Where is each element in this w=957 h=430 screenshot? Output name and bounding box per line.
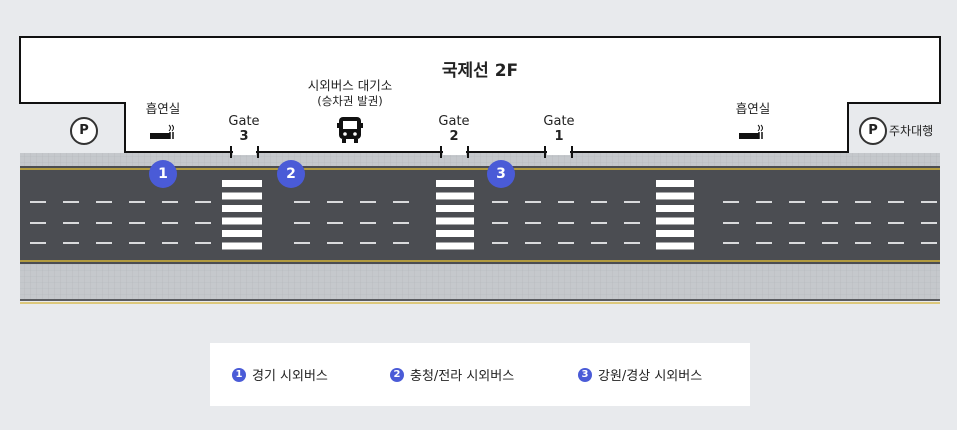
crosswalks bbox=[222, 180, 694, 250]
crosswalk-stripe bbox=[222, 217, 262, 225]
gate-markers bbox=[230, 146, 573, 158]
legend-marker-1: 1 bbox=[232, 367, 246, 382]
bus-stop-2-marker: 2 bbox=[277, 160, 305, 188]
cigarette-icon bbox=[739, 124, 763, 139]
legend-label-3: 강원/경상 시외버스 bbox=[598, 369, 703, 384]
gate-2-label: Gate bbox=[438, 114, 470, 129]
legend: 1 경기 시외버스 2 충청/전라 시외버스 3 강원/경상 시외버스 bbox=[210, 343, 750, 406]
legend-item-2: 2 충청/전라 시외버스 bbox=[390, 343, 514, 406]
legend-item-3: 3 강원/경상 시외버스 bbox=[578, 343, 702, 406]
bus-ticketing-label: (승차권 발권) bbox=[317, 94, 383, 108]
smoking-room-left-label: 흡연실 bbox=[145, 101, 181, 116]
crosswalk-stripe bbox=[436, 242, 474, 250]
crosswalk-stripe bbox=[436, 192, 474, 200]
crosswalk-stripe bbox=[222, 242, 262, 250]
sidewalk-bottom bbox=[20, 264, 940, 300]
crosswalk-stripe bbox=[222, 192, 262, 200]
terminal-title: 국제선 2F bbox=[441, 61, 519, 81]
crosswalk-stripe bbox=[222, 205, 262, 212]
legend-item-1: 1 경기 시외버스 bbox=[232, 343, 328, 406]
crosswalk-stripe bbox=[436, 230, 474, 237]
gate-2-number: 2 bbox=[449, 129, 459, 144]
bus-icon bbox=[337, 117, 363, 143]
crosswalk-stripe bbox=[436, 205, 474, 212]
lane-markings bbox=[30, 201, 937, 244]
parking-valet-label: 주차대행 bbox=[889, 124, 934, 138]
gate-1-label: Gate bbox=[543, 114, 575, 129]
crosswalk-stripe bbox=[656, 180, 694, 187]
crosswalk-stripe bbox=[436, 180, 474, 187]
terminal-building bbox=[19, 36, 941, 153]
parking-left-icon: P bbox=[70, 117, 98, 145]
bus-waiting-label: 시외버스 대기소 bbox=[307, 78, 393, 93]
crosswalk-stripe bbox=[656, 230, 694, 237]
crosswalk-stripe bbox=[656, 205, 694, 212]
bus-stop-3-marker: 3 bbox=[487, 160, 515, 188]
cigarette-icon bbox=[150, 124, 174, 139]
crosswalk-stripe bbox=[222, 230, 262, 237]
legend-label-1: 경기 시외버스 bbox=[252, 369, 328, 384]
terminal-map bbox=[19, 36, 941, 304]
crosswalk-stripe bbox=[222, 180, 262, 187]
gate-3-number: 3 bbox=[239, 129, 249, 144]
sidewalk-top bbox=[20, 153, 940, 166]
legend-label-2: 충청/전라 시외버스 bbox=[410, 369, 515, 384]
legend-marker-2: 2 bbox=[390, 367, 404, 382]
crosswalk-stripe bbox=[656, 192, 694, 200]
crosswalk-stripe bbox=[656, 217, 694, 225]
gate-1-number: 1 bbox=[554, 129, 564, 144]
crosswalk-stripe bbox=[436, 217, 474, 225]
crosswalk-stripe bbox=[656, 242, 694, 250]
bus-stop-1-marker: 1 bbox=[149, 160, 177, 188]
gate-3-label: Gate bbox=[228, 114, 260, 129]
smoking-room-right-label: 흡연실 bbox=[735, 101, 771, 116]
legend-marker-3: 3 bbox=[578, 367, 592, 382]
parking-right-icon: P bbox=[859, 117, 887, 145]
